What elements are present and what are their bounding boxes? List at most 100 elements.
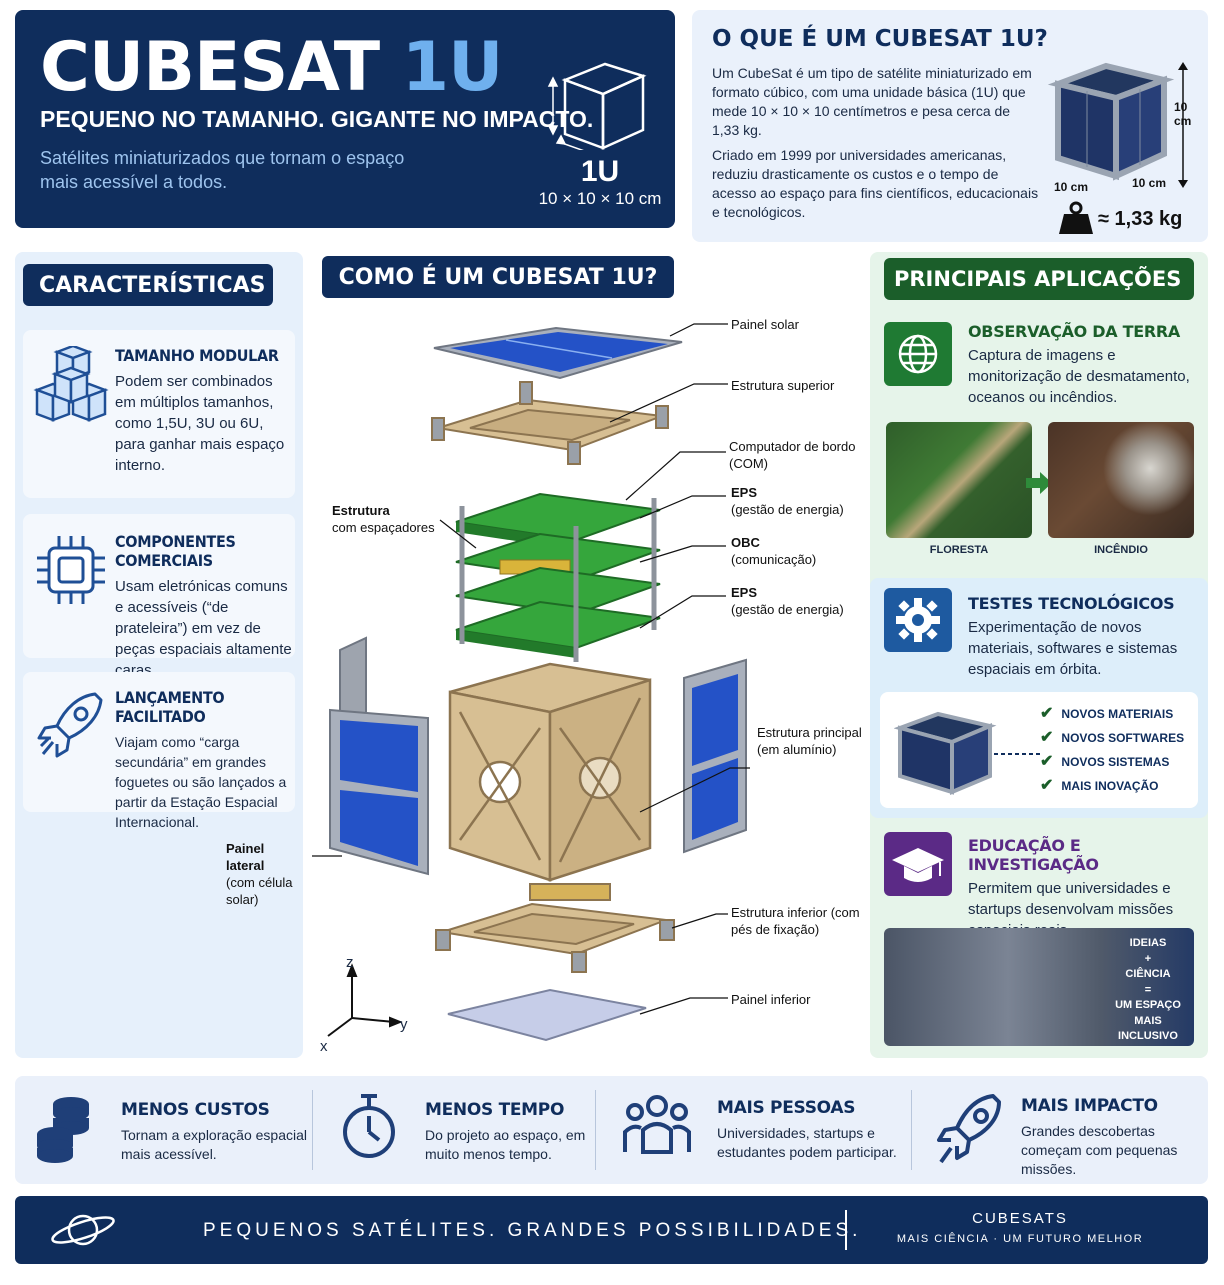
- check-icon: ✔: [1040, 729, 1054, 746]
- hero-banner: CUBESAT 1U PEQUENO NO TAMANHO. GIGANTE N…: [15, 10, 675, 228]
- benefit-title: MAIS IMPACTO: [1021, 1096, 1158, 1116]
- check-icon: ✔: [1040, 777, 1054, 794]
- check-item: ✔NOVOS SISTEMAS: [1040, 753, 1170, 770]
- divider: [595, 1090, 596, 1170]
- app-education: EDUCAÇÃO E INVESTIGAÇÃO Permitem que uni…: [870, 824, 1208, 1058]
- label-solar-panel: Painel solar: [731, 317, 799, 332]
- top-structure-part: [431, 381, 669, 465]
- app-tech-tests: TESTES TECNOLÓGICOS Experimentação de no…: [870, 578, 1208, 818]
- students-photo: IDEIAS + CIÊNCIA = UM ESPAÇO MAIS INCLUS…: [884, 928, 1194, 1046]
- right-side-panel-part: [683, 658, 747, 854]
- feature-card-modular: TAMANHO MODULAR Podem ser combinados em …: [23, 330, 295, 498]
- label-bottom-structure: Estrutura inferior (com pés de fixação): [731, 905, 860, 937]
- cubesat-render-icon: [1047, 62, 1175, 181]
- fire-image: [1048, 422, 1194, 538]
- what-is-panel: O QUE É UM CUBESAT 1U? Um CubeSat é um t…: [692, 10, 1208, 242]
- dim-height: 10 cm: [1174, 100, 1192, 128]
- what-is-title: O QUE É UM CUBESAT 1U?: [712, 26, 1048, 52]
- check-item: ✔NOVOS MATERIAIS: [1040, 705, 1174, 722]
- axis-y-label: y: [400, 1016, 408, 1033]
- axis-x-label: x: [320, 1038, 328, 1055]
- feature-text: Podem ser combinados em múltiplos tamanh…: [115, 373, 285, 474]
- height-arrow: [1178, 62, 1188, 188]
- divider: [312, 1090, 313, 1170]
- axes-icon: [327, 963, 403, 1037]
- globe-icon: [884, 322, 952, 386]
- exploded-diagram: [312, 323, 750, 1042]
- footer-brand: CUBESATS MAIS CIÊNCIA · UM FUTURO MELHOR: [896, 1210, 1144, 1245]
- feature-title: TAMANHO MODULAR: [115, 346, 279, 365]
- app-title: TESTES TECNOLÓGICOS: [968, 594, 1175, 613]
- label-onboard-computer: Computador de bordo (COM): [729, 439, 856, 471]
- benefit-text: Universidades, startups e estudantes pod…: [717, 1125, 897, 1160]
- tests-checklist-card: ✔NOVOS MATERIAIS ✔NOVOS SOFTWARES ✔NOVOS…: [880, 692, 1198, 808]
- unit-label: 1U 10 × 10 × 10 cm: [538, 155, 662, 208]
- label-bottom-panel: Painel inferior: [731, 992, 811, 1007]
- check-icon: ✔: [1040, 753, 1054, 770]
- feature-title: COMPONENTES COMERCIAIS: [115, 532, 236, 570]
- cubes-icon: [33, 346, 109, 422]
- solar-panel-part: [433, 326, 683, 380]
- education-overlay: IDEIAS + CIÊNCIA = UM ESPAÇO MAIS INCLUS…: [1115, 937, 1181, 1042]
- what-is-paragraph-1: Um CubeSat é um tipo de satélite miniatu…: [712, 65, 1032, 138]
- divider: [911, 1090, 912, 1170]
- pcb-stack-part: [455, 492, 661, 662]
- bottom-structure-part: [435, 883, 675, 973]
- benefit-title: MENOS TEMPO: [425, 1100, 565, 1120]
- hero-title: CUBESAT 1U: [40, 28, 503, 107]
- planet-icon: [51, 1214, 115, 1246]
- applications-panel: PRINCIPAIS APLICAÇÕES OBSERVAÇÃO DA TERR…: [870, 252, 1208, 1058]
- benefit-text: Do projeto ao espaço, em muito menos tem…: [425, 1127, 586, 1162]
- footer-slogan: PEQUENOS SATÉLITES. GRANDES POSSIBILIDAD…: [203, 1220, 862, 1241]
- cube-outline-icon: [547, 62, 647, 150]
- benefit-title: MENOS CUSTOS: [121, 1100, 270, 1120]
- weight-icon: [1059, 201, 1093, 234]
- gear-icon: [884, 588, 952, 652]
- benefit-text: Grandes descobertas começam com pequenas…: [1021, 1123, 1178, 1177]
- rocket-icon: [937, 1094, 1001, 1164]
- label-eps-2: EPS(gestão de energia): [731, 585, 844, 617]
- app-text: Experimentação de novos materiais, softw…: [968, 619, 1178, 678]
- app-title: OBSERVAÇÃO DA TERRA: [968, 322, 1180, 341]
- features-panel: CARACTERÍSTICAS TAMANHO MODULAR Podem se…: [15, 252, 303, 1058]
- coins-icon: [37, 1097, 89, 1163]
- label-eps-1: EPS(gestão de energia): [731, 485, 844, 517]
- main-structure-part: [448, 662, 652, 882]
- label-top-structure: Estrutura superior: [731, 378, 835, 393]
- hero-subtitle: PEQUENO NO TAMANHO. GIGANTE NO IMPACTO.: [40, 106, 594, 132]
- label-main-structure: Estrutura principal (em alumínio): [757, 725, 862, 757]
- features-title: CARACTERÍSTICAS: [23, 264, 273, 306]
- rocket-icon: [37, 692, 103, 758]
- benefits-bar: MENOS CUSTOS Tornam a exploração espacia…: [15, 1076, 1208, 1184]
- cubesat-small-icon: [894, 711, 1040, 796]
- diagram-title: COMO É UM CUBESAT 1U?: [322, 256, 674, 298]
- benefit-time: MENOS TEMPO Do projeto ao espaço, em mui…: [335, 1090, 605, 1170]
- label-side-panel: Painel lateral(com célula solar): [226, 841, 293, 907]
- people-icon: [623, 1095, 691, 1154]
- tests-checklist: ✔NOVOS MATERIAIS ✔NOVOS SOFTWARES ✔NOVOS…: [1040, 702, 1184, 798]
- check-item: ✔NOVOS SOFTWARES: [1040, 729, 1185, 746]
- graduation-cap-icon: [884, 832, 952, 896]
- check-icon: ✔: [1040, 705, 1054, 722]
- feature-text: Usam eletrónicas comuns e acessíveis (“d…: [115, 578, 292, 679]
- feature-text: Viajam como “carga secundária” em grande…: [115, 734, 287, 830]
- stopwatch-icon: [343, 1094, 395, 1158]
- chip-icon: [37, 536, 105, 604]
- weight-value: ≈ 1,33 kg: [1098, 208, 1183, 230]
- benefit-impact: MAIS IMPACTO Grandes descobertas começam…: [933, 1084, 1193, 1177]
- benefit-text: Tornam a exploração espacial mais acessí…: [121, 1127, 307, 1162]
- benefit-costs: MENOS CUSTOS Tornam a exploração espacia…: [31, 1090, 311, 1170]
- fire-caption: INCÊNDIO: [1094, 544, 1148, 556]
- bottom-panel-part: [447, 988, 647, 1042]
- forest-caption: FLORESTA: [929, 544, 989, 556]
- label-obc: OBC(comunicação): [731, 535, 817, 567]
- dim-depth: 10 cm: [1132, 176, 1167, 190]
- benefit-people: MAIS PESSOAS Universidades, startups e e…: [621, 1090, 911, 1170]
- app-title: EDUCAÇÃO E INVESTIGAÇÃO: [968, 836, 1099, 874]
- footer: PEQUENOS SATÉLITES. GRANDES POSSIBILIDAD…: [15, 1196, 1208, 1264]
- hero-description: Satélites miniaturizados que tornam o es…: [40, 148, 405, 192]
- feature-card-components: COMPONENTES COMERCIAIS Usam eletrónicas …: [23, 514, 295, 679]
- footer-divider: [845, 1210, 847, 1250]
- benefit-title: MAIS PESSOAS: [717, 1098, 856, 1118]
